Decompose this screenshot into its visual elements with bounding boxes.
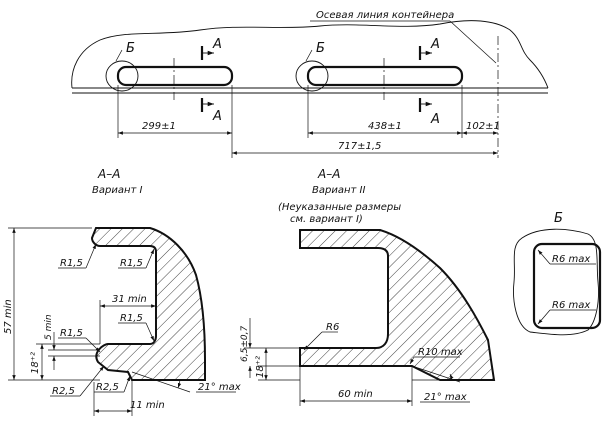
section2-title: А–А <box>317 167 340 181</box>
svg-text:А: А <box>430 37 440 52</box>
dim-5: 5 min <box>44 314 54 340</box>
dim-717: 717±1,5 <box>338 141 381 152</box>
detail-slot <box>532 242 602 330</box>
r-mid-left: R1,5 <box>60 328 83 339</box>
top-view: Б Б А А А А Осевая линия контейнера <box>71 10 549 158</box>
dim-102: 102±1 <box>466 121 500 132</box>
profile-variant-1 <box>90 227 206 381</box>
dim-299: 299±1 <box>142 121 176 132</box>
section2-note-2: см. вариант I) <box>290 214 363 225</box>
dim-31: 31 min <box>112 294 147 305</box>
r6-max-top: R6 max <box>552 254 590 265</box>
detail-circle-right <box>295 60 329 92</box>
slot-right <box>306 65 464 87</box>
svg-text:А: А <box>212 109 222 124</box>
section-cut-top-right: А <box>418 37 440 60</box>
dim-60: 60 min <box>338 389 373 400</box>
container-outline <box>71 20 549 89</box>
section-cut-bottom-left: А <box>200 98 222 124</box>
angle-21-v2: 21° max <box>424 392 467 403</box>
detail-b: Б R6 max R6 max <box>513 211 602 336</box>
dim-438: 438±1 <box>368 121 402 132</box>
r-top-left: R1,5 <box>60 258 83 269</box>
detail-title: Б <box>554 211 563 226</box>
detail-outline <box>513 228 599 336</box>
dim-11: 11 min <box>130 400 165 411</box>
dim-6-5: 6,5±0,7 <box>240 326 250 362</box>
svg-text:А: А <box>430 112 440 127</box>
r-bot-right: R2,5 <box>96 382 119 393</box>
r-top-right: R1,5 <box>120 258 143 269</box>
svg-text:А: А <box>212 37 222 52</box>
r6-max-bottom: R6 max <box>552 300 590 311</box>
section-cut-bottom-right: А <box>418 98 440 127</box>
section-variant-2: А–А Вариант II (Неуказанные размеры см. … <box>240 167 496 406</box>
dim-18-v1: 18⁺² <box>30 352 41 374</box>
profile-variant-2 <box>299 229 496 381</box>
detail-circle-left <box>105 60 139 92</box>
detail-mark-right: Б <box>316 41 325 56</box>
angle-21-v1: 21° max <box>198 382 241 393</box>
section-cut-top-left: А <box>200 37 222 60</box>
r-bot-left: R2,5 <box>52 386 75 397</box>
container-axis-label: Осевая линия контейнера <box>316 10 454 21</box>
detail-mark-left: Б <box>126 41 135 56</box>
section1-title: А–А <box>97 167 120 181</box>
section-variant-1: А–А Вариант I 57 min 18⁺² 5 min 31 min R… <box>3 167 241 416</box>
r-mid-right: R1,5 <box>120 313 143 324</box>
r10-max: R10 max <box>418 347 463 358</box>
dim-18-v2: 18⁺² <box>255 356 266 378</box>
dim-57: 57 min <box>3 299 14 334</box>
slot-left <box>116 65 234 87</box>
section1-subtitle: Вариант I <box>92 185 143 196</box>
r6-inner: R6 <box>326 322 339 333</box>
section2-subtitle: Вариант II <box>312 185 365 196</box>
section2-note-1: (Неуказанные размеры <box>278 202 401 213</box>
